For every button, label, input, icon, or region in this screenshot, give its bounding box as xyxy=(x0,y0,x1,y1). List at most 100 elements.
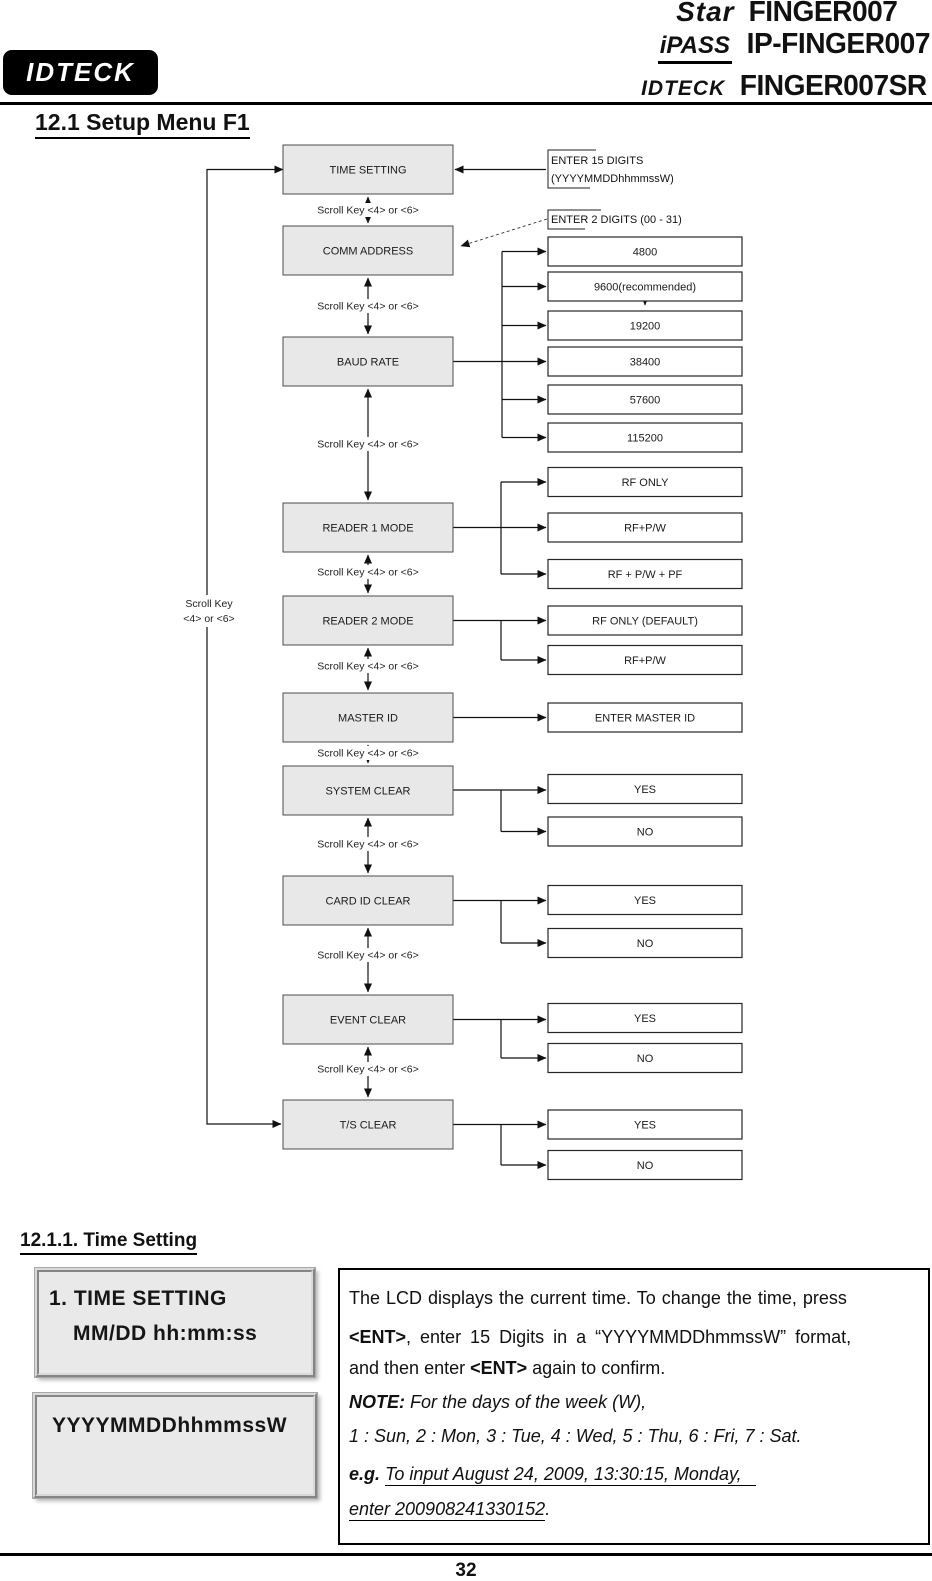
subsection-title: 12.1.1. Time Setting xyxy=(20,1230,198,1255)
scroll-key-label: Scroll Key <4> or <6> xyxy=(317,301,419,313)
note-label: NOTE: xyxy=(349,1392,405,1412)
opt-label: RF ONLY (DEFAULT) xyxy=(592,616,698,628)
idteck-logo-text: IDTECK xyxy=(26,57,135,87)
star-model-name: FINGER007 xyxy=(748,0,897,28)
star-brand-logo: Star xyxy=(676,0,735,27)
desc-eg-line: e.g. To input August 24, 2009, 13:30:15,… xyxy=(349,1464,756,1486)
opt-box-ts-yes xyxy=(547,1109,743,1140)
opt-label: 115200 xyxy=(627,433,663,445)
scroll-key-left-label-line1: Scroll Key xyxy=(185,598,233,610)
product-line-idteck: IDTECK FINGER007SR xyxy=(641,70,927,103)
desc-eg-line2: enter 200908241330152. xyxy=(349,1499,551,1521)
ipass-brand-logo: iPASS xyxy=(657,32,732,64)
opt-label: RF + P/W + PF xyxy=(608,569,683,581)
desc-line1: The LCD displays the current time. To ch… xyxy=(349,1288,847,1308)
flow-box-time-setting xyxy=(282,144,454,195)
opt-box-38400 xyxy=(547,346,743,377)
opt-label: YES xyxy=(634,784,656,796)
time-callout-line2: (YYYYMMDDhhmmssW) xyxy=(551,173,674,185)
flow-box-label: T/S CLEAR xyxy=(340,1120,397,1132)
flow-box-label: BAUD RATE xyxy=(337,357,399,369)
desc-line2-rest: , enter 15 Digits in a “YYYYMMDDhmmssW” … xyxy=(406,1327,852,1347)
opt-box-card-yes xyxy=(547,884,743,916)
comm-callout-text: ENTER 2 DIGITS (00 - 31) xyxy=(551,214,682,226)
scroll-key-labels: Scroll Key <4> or <6> Scroll Key <4> or … xyxy=(174,203,430,1076)
flow-box-ts-clear xyxy=(282,1099,454,1150)
eg-value-underlined: enter 200908241330152 xyxy=(349,1499,546,1521)
flow-box-comm-address xyxy=(282,225,454,276)
menu-boxes: TIME SETTING COMM ADDRESS BAUD RATE READ… xyxy=(282,144,454,1150)
flow-box-baud-rate xyxy=(282,336,454,387)
opt-box-rf-only-default xyxy=(547,605,743,636)
flow-box-label: COMM ADDRESS xyxy=(323,246,413,258)
idteck-brand-logo: IDTECK xyxy=(641,77,726,100)
scroll-key-label: Scroll Key <4> or <6> xyxy=(317,205,419,217)
flow-box-master-id xyxy=(282,692,454,743)
desc-line3-post: again to confirm. xyxy=(527,1358,666,1378)
opt-label: 38400 xyxy=(630,357,661,369)
desc-line3-pre: and then enter xyxy=(349,1358,471,1378)
scroll-key-label: Scroll Key <4> or <6> xyxy=(317,839,419,851)
opt-label: 4800 xyxy=(633,247,657,259)
desc-note-line: NOTE: For the days of the week (W), xyxy=(349,1392,646,1413)
opt-box-57600 xyxy=(547,384,743,415)
idteck-logo: IDTECK xyxy=(3,50,158,95)
setup-menu-flowchart: ENTER 15 DIGITS (YYYYMMDDhhmmssW) ENTER … xyxy=(174,144,743,1181)
product-line-star: Star FINGER007 xyxy=(676,0,897,29)
loop-connector xyxy=(206,165,284,1128)
opt-box-rf-pw-pf xyxy=(547,558,743,590)
flow-box-label: TIME SETTING xyxy=(330,165,407,177)
opt-box-event-no xyxy=(547,1042,743,1074)
flow-box-label: MASTER ID xyxy=(338,713,398,725)
flow-box-reader1-mode xyxy=(282,502,454,553)
opt-label: 57600 xyxy=(630,395,661,407)
option-boxes: 4800 9600(recommended) 19200 38400 57600… xyxy=(547,236,743,1181)
scroll-key-label: Scroll Key <4> or <6> xyxy=(317,748,419,760)
opt-label: 9600(recommended) xyxy=(594,282,696,294)
scroll-key-label: Scroll Key <4> or <6> xyxy=(317,661,419,673)
scroll-key-left-label-line2: <4> or <6> xyxy=(183,613,234,625)
opt-box-event-yes xyxy=(547,1002,743,1034)
flow-box-event-clear xyxy=(282,994,454,1045)
scroll-key-label: Scroll Key <4> or <6> xyxy=(317,1064,419,1076)
flow-box-system-clear xyxy=(282,765,454,816)
opt-label: RF ONLY xyxy=(622,477,670,489)
opt-label: YES xyxy=(634,1013,656,1025)
lcd1-line1: 1. TIME SETTING xyxy=(49,1287,227,1310)
opt-box-enter-master-id xyxy=(547,702,743,733)
opt-label: NO xyxy=(637,1053,654,1065)
flow-box-card-id-clear xyxy=(282,875,454,926)
opt-box-card-no xyxy=(547,927,743,959)
idteck-model-name: FINGER007SR xyxy=(740,70,927,102)
opt-box-rf-pw-2 xyxy=(547,644,743,676)
flow-box-label: READER 1 MODE xyxy=(322,523,413,535)
eg-period: . xyxy=(545,1499,551,1519)
comm-callout-connector xyxy=(460,218,548,248)
opt-box-9600 xyxy=(547,271,743,302)
opt-box-system-no xyxy=(547,816,743,847)
time-callout-bracket xyxy=(547,149,596,189)
opt-label: 19200 xyxy=(630,321,661,333)
opt-label: RF+P/W xyxy=(624,655,666,667)
opt-label: NO xyxy=(637,827,654,839)
lcd2-line1: YYYYMMDDhhmmssW xyxy=(52,1414,288,1437)
scroll-key-label: Scroll Key <4> or <6> xyxy=(317,950,419,962)
footer-divider xyxy=(0,1553,932,1556)
eg-text-underlined: To input August 24, 2009, 13:30:15, Mond… xyxy=(385,1464,756,1486)
opt-label: NO xyxy=(637,1160,654,1172)
lcd-display-input-format: YYYYMMDDhhmmssW xyxy=(32,1392,318,1499)
opt-box-rf-only xyxy=(547,466,743,498)
desc-line3: and then enter <ENT> again to confirm. xyxy=(349,1358,665,1379)
ipass-model-name: IP-FINGER007 xyxy=(746,28,931,60)
opt-label: RF+P/W xyxy=(624,523,666,535)
desc-line2: <ENT>, enter 15 Digits in a “YYYYMMDDhmm… xyxy=(349,1327,851,1348)
scroll-key-label: Scroll Key <4> or <6> xyxy=(317,439,419,451)
opt-box-system-yes xyxy=(547,773,743,805)
flow-box-label: CARD ID CLEAR xyxy=(326,896,411,908)
scroll-key-label: Scroll Key <4> or <6> xyxy=(317,567,419,579)
opt-box-4800 xyxy=(547,236,743,267)
header-divider xyxy=(0,102,932,105)
eg-label: e.g. xyxy=(349,1464,381,1484)
lcd1-line2: MM/DD hh:mm:ss xyxy=(73,1322,258,1345)
